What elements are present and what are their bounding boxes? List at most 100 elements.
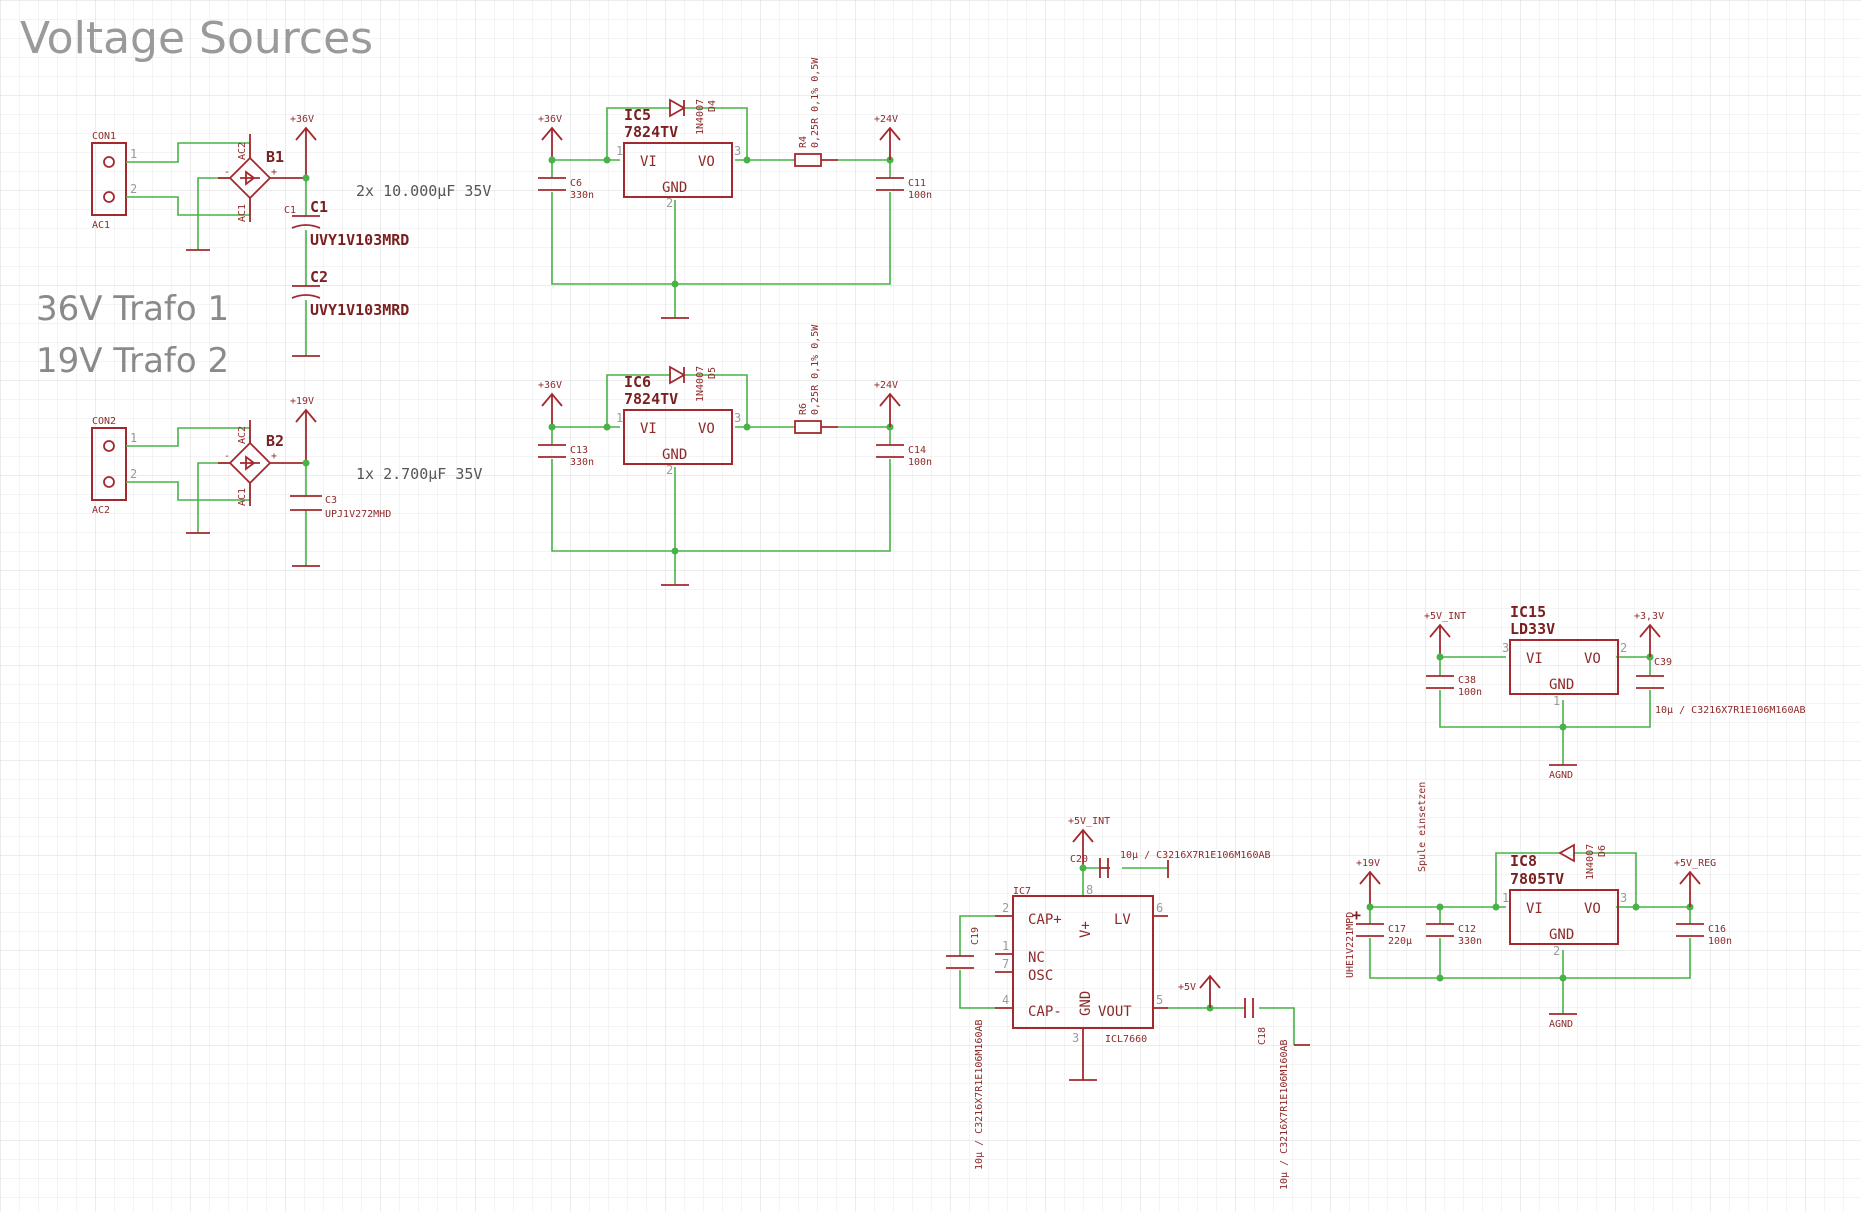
svg-text:1: 1 <box>130 147 137 161</box>
svg-text:VI: VI <box>1526 901 1543 917</box>
svg-text:+5V_INT: +5V_INT <box>1424 611 1466 622</box>
svg-text:OSC: OSC <box>1028 968 1053 984</box>
svg-text:C17: C17 <box>1388 924 1406 935</box>
svg-text:4: 4 <box>1002 993 1009 1007</box>
svg-text:C2: C2 <box>310 268 328 286</box>
svg-text:AC1: AC1 <box>237 488 248 506</box>
svg-text:100n: 100n <box>908 190 932 201</box>
svg-text:C39: C39 <box>1654 657 1672 668</box>
svg-text:2: 2 <box>666 463 673 477</box>
svg-text:1N4007: 1N4007 <box>695 99 706 135</box>
svg-text:VO: VO <box>698 154 715 170</box>
ic5-value: 7824TV <box>624 123 678 141</box>
con1-block: CON1 AC1 1 2 B1 AC2 AC1 - + +36V C1 C1 U… <box>91 114 409 357</box>
svg-text:NC: NC <box>1028 950 1045 966</box>
svg-text:+36V: +36V <box>538 114 562 125</box>
svg-text:330n: 330n <box>570 190 594 201</box>
ic15-ref: IC15 <box>1510 603 1546 621</box>
svg-text:2: 2 <box>1553 944 1560 958</box>
svg-text:1: 1 <box>616 411 623 425</box>
c20-value: 10µ / C3216X7R1E106M160AB <box>1120 850 1271 861</box>
svg-text:+3,3V: +3,3V <box>1634 611 1664 622</box>
svg-text:ICL7660: ICL7660 <box>1105 1034 1147 1045</box>
svg-text:C14: C14 <box>908 445 926 456</box>
svg-text:3: 3 <box>1502 641 1509 655</box>
svg-text:+5V: +5V <box>1178 982 1196 993</box>
svg-text:1N4007: 1N4007 <box>1585 844 1596 880</box>
svg-text:2: 2 <box>666 196 673 210</box>
c39-value: 10µ / C3216X7R1E106M160AB <box>1655 705 1806 716</box>
svg-text:IC7: IC7 <box>1013 886 1031 897</box>
con1-net: AC1 <box>92 220 110 231</box>
svg-text:+: + <box>1352 906 1361 924</box>
svg-text:100n: 100n <box>1708 936 1732 947</box>
svg-text:B2: B2 <box>266 432 284 450</box>
svg-text:+24V: +24V <box>874 114 898 125</box>
ic8-value: 7805TV <box>1510 870 1564 888</box>
ic15-value: LD33V <box>1510 620 1555 638</box>
svg-text:VI: VI <box>640 421 657 437</box>
svg-text:1: 1 <box>1502 891 1509 905</box>
svg-text:7: 7 <box>1002 957 1009 971</box>
svg-text:1: 1 <box>1002 939 1009 953</box>
note-cap2: 1x 2.700µF 35V <box>356 465 482 483</box>
c2-value: UVY1V103MRD <box>310 301 409 319</box>
ic6-value: 7824TV <box>624 390 678 408</box>
svg-text:C3: C3 <box>325 495 337 506</box>
svg-text:UHE1V221MPD: UHE1V221MPD <box>1345 912 1356 978</box>
svg-text:100n: 100n <box>908 457 932 468</box>
regulator-ic8 <box>1509 889 1619 945</box>
svg-text:3: 3 <box>734 411 741 425</box>
svg-text:C20: C20 <box>1070 854 1088 865</box>
ic5-ref: IC5 <box>624 106 651 124</box>
ic6-block: +36V C13 330n C14 100n VI VO GND 1 3 2 I… <box>538 324 932 586</box>
svg-text:5: 5 <box>1156 993 1163 1007</box>
svg-text:C6: C6 <box>570 178 582 189</box>
svg-text:R6: R6 <box>798 403 809 415</box>
svg-text:330n: 330n <box>570 457 594 468</box>
c19-value: 10µ / C3216X7R1E106M160AB <box>974 1019 985 1170</box>
svg-text:220µ: 220µ <box>1388 936 1412 947</box>
svg-text:1: 1 <box>616 144 623 158</box>
connector-con2 <box>91 427 127 501</box>
svg-text:AGND: AGND <box>1549 770 1573 781</box>
svg-text:100n: 100n <box>1458 687 1482 698</box>
c1-value: UVY1V103MRD <box>310 231 409 249</box>
svg-text:0,25R 0,1% 0,5W: 0,25R 0,1% 0,5W <box>810 57 821 148</box>
svg-text:AC2: AC2 <box>237 426 248 444</box>
svg-text:C19: C19 <box>970 927 981 945</box>
svg-text:AGND: AGND <box>1549 1019 1573 1030</box>
note-trafo2: 19V Trafo 2 <box>36 341 229 381</box>
svg-text:GND: GND <box>1078 991 1094 1016</box>
svg-text:CAP+: CAP+ <box>1028 912 1062 928</box>
svg-text:R4: R4 <box>798 136 809 148</box>
svg-text:C18: C18 <box>1257 1027 1268 1045</box>
sheet-title: Voltage Sources <box>20 13 373 64</box>
ic5-block: +36V C6 330n C11 100n VI VO GND 1 3 2 IC… <box>538 57 932 319</box>
bridge-b1 <box>218 134 306 222</box>
svg-text:+5V_INT: +5V_INT <box>1068 816 1110 827</box>
regulator-ic6 <box>623 409 733 465</box>
ic8-block: +19V + C17 220µ UHE1V221MPD C12 330n C16… <box>1345 782 1732 1030</box>
svg-text:VI: VI <box>1526 651 1543 667</box>
svg-text:GND: GND <box>662 447 687 463</box>
ic8-ref: IC8 <box>1510 852 1537 870</box>
svg-text:+: + <box>271 167 277 178</box>
svg-text:1: 1 <box>130 431 137 445</box>
svg-text:+5V_REG: +5V_REG <box>1674 858 1716 869</box>
svg-text:8: 8 <box>1086 883 1093 897</box>
b1-ref: B1 <box>266 148 284 166</box>
svg-text:3: 3 <box>1072 1031 1079 1045</box>
svg-text:VI: VI <box>640 154 657 170</box>
svg-text:GND: GND <box>662 180 687 196</box>
svg-text:VO: VO <box>698 421 715 437</box>
svg-text:C12: C12 <box>1458 924 1476 935</box>
svg-text:C11: C11 <box>908 178 926 189</box>
svg-text:1N4007: 1N4007 <box>695 366 706 402</box>
svg-text:LV: LV <box>1114 912 1131 928</box>
supply-19v-a: +19V <box>290 396 314 407</box>
svg-text:2: 2 <box>1620 641 1627 655</box>
svg-text:D5: D5 <box>707 367 718 379</box>
regulator-ic5 <box>623 142 733 198</box>
svg-text:+19V: +19V <box>1356 858 1380 869</box>
